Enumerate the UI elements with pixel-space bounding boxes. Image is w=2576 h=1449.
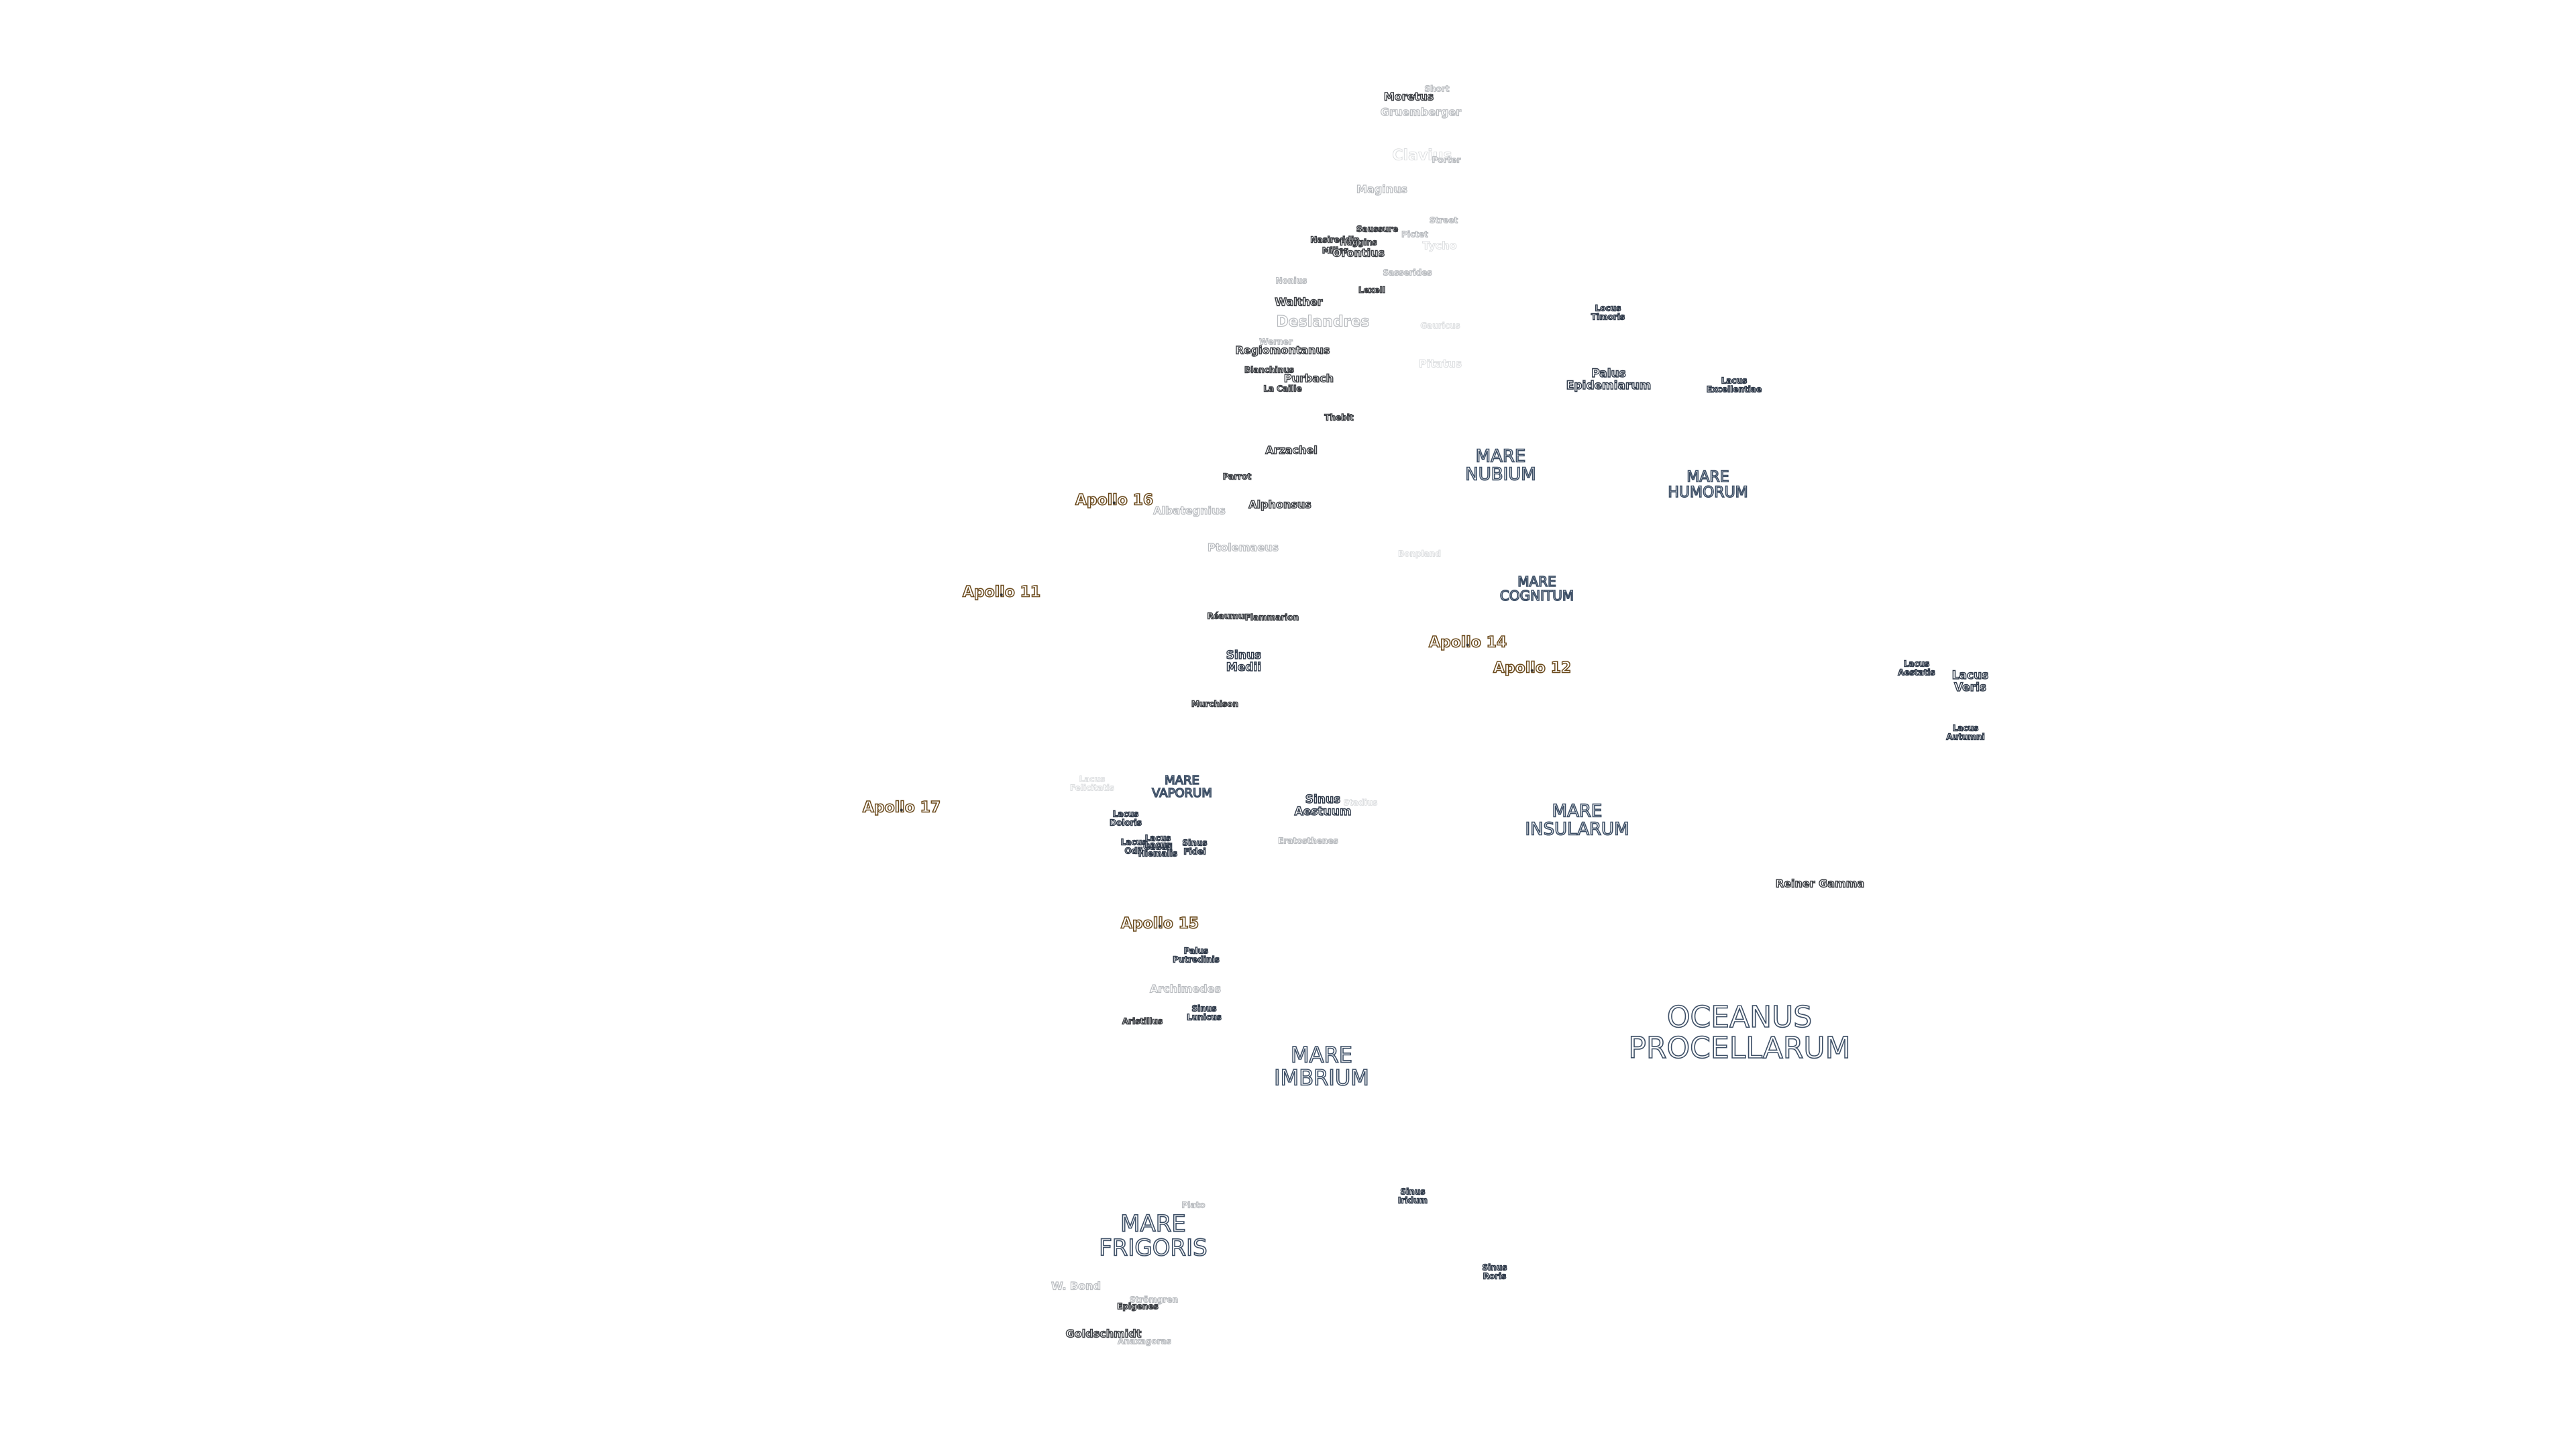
feature-label-lacus-gaudii: Lacus Gaudii	[1143, 833, 1173, 851]
feature-label-lacus-aestatis: Lacus Aestatis	[1898, 659, 1936, 677]
crater-label-clavius: Clavius	[1392, 147, 1452, 164]
feature-label-palus-putredinis: Palus Putredinis	[1172, 946, 1220, 964]
crater-label-tycho: Tycho	[1422, 239, 1457, 252]
crater-label-ptolemaeus: Ptolemaeus	[1207, 541, 1279, 554]
crater-label-gauricus: Gauricus	[1420, 321, 1460, 331]
feature-label-lacus-excellentiae: Lacus Excellentiae	[1706, 376, 1762, 394]
mare-label-mare-humorum: MARE HUMORUM	[1668, 468, 1749, 501]
crater-label-orontius: Orontius	[1332, 246, 1385, 260]
feature-label-palus-epidemiarum: Palus Epidemiarum	[1566, 367, 1652, 392]
crater-label-aristillus: Aristillus	[1122, 1016, 1163, 1026]
feature-label-sinus-medii: Sinus Medii	[1226, 649, 1262, 674]
mare-label-mare-imbrium: MARE IMBRIUM	[1273, 1042, 1369, 1090]
feature-label-sinus-fidei: Sinus Fidei	[1182, 838, 1208, 856]
crater-label-maginus: Maginus	[1356, 182, 1407, 196]
crater-label-pitatus: Pitatus	[1418, 357, 1462, 370]
crater-label-huggins: Huggins	[1340, 237, 1378, 248]
crater-label-purbach: Purbach	[1283, 372, 1334, 385]
crater-label-albategnius: Albategnius	[1152, 504, 1226, 517]
crater-label-w-bond: W. Bond	[1051, 1279, 1102, 1293]
crater-label-saussure: Saussure	[1356, 224, 1399, 234]
crater-label-flammarion: Flammarion	[1244, 612, 1299, 623]
mare-label-mare-insularum: MARE INSULARUM	[1525, 801, 1630, 840]
crater-label-street: Street	[1429, 215, 1458, 225]
feature-label-sinus-roris: Sinus Roris	[1482, 1263, 1507, 1281]
crater-label-sasserides: Sasserides	[1383, 268, 1432, 278]
feature-label-lacus-odii: Lacus Odii	[1120, 837, 1147, 855]
crater-label-goldschmidt: Goldschmidt	[1065, 1327, 1142, 1340]
crater-label-regiomontanus: Regiomontanus	[1235, 343, 1330, 357]
mare-label-mare-cognitum: MARE COGNITUM	[1499, 574, 1574, 604]
crater-label-murchison: Murchison	[1191, 699, 1239, 709]
feature-label-lacus-autumni: Lacus Autumni	[1946, 723, 1986, 741]
feature-label-sinus-lunicus: Sinus Lunicus	[1186, 1004, 1222, 1022]
crater-label-gruemberger: Gruemberger	[1380, 105, 1462, 119]
feature-label-lacus-hiemalis: Lacus Hiemalis	[1138, 840, 1178, 858]
crater-label-nonius: Nonius	[1275, 276, 1307, 286]
feature-label-lacus-doloris: Lacus Doloris	[1109, 809, 1142, 827]
crater-label-la-caille: La Caille	[1263, 384, 1303, 394]
crater-label-blanchinus: Blanchinus	[1244, 365, 1294, 375]
crater-label-epigenes: Epigenes	[1117, 1301, 1159, 1311]
crater-label-reaumur: Réaumur	[1207, 611, 1248, 621]
apollo-17-landing-label[interactable]: Apollo 17	[862, 799, 941, 816]
crater-label-eratosthenes: Eratosthenes	[1278, 836, 1339, 846]
crater-label-plato: Plato	[1181, 1200, 1205, 1210]
apollo-12-landing-label[interactable]: Apollo 12	[1493, 659, 1572, 677]
crater-label-arzachel: Arzachel	[1265, 443, 1318, 457]
crater-label-moretus: Moretus	[1383, 90, 1434, 103]
crater-label-nasireddin: Nasireddin	[1310, 235, 1360, 245]
mare-label-oceanus-procellarum: OCEANUS PROCELLARUM	[1628, 1000, 1851, 1065]
crater-label-bonpland: Bonpland	[1398, 549, 1442, 559]
crater-label-short: Short	[1424, 84, 1450, 94]
crater-label-stromgren: Strömgren	[1129, 1295, 1179, 1305]
mare-label-mare-nubium: MARE NUBIUM	[1464, 446, 1536, 485]
crater-label-alphonsus: Alphonsus	[1248, 498, 1312, 511]
crater-label-thebit: Thebit	[1324, 413, 1354, 423]
crater-label-werner: Werner	[1259, 337, 1293, 347]
apollo-14-landing-label[interactable]: Apollo 14	[1428, 634, 1507, 651]
apollo-15-landing-label[interactable]: Apollo 15	[1120, 915, 1199, 932]
feature-label-sinus-aestuum: Sinus Aestuum	[1294, 793, 1352, 818]
crater-label-archimedes: Archimedes	[1149, 982, 1221, 996]
crater-label-porter: Porter	[1432, 155, 1461, 165]
crater-label-stadius: Stadius	[1343, 798, 1378, 808]
mare-label-mare-vaporum: MARE VAPORUM	[1151, 773, 1212, 800]
feature-label-sinus-iridum: Sinus Iridum	[1397, 1187, 1428, 1205]
crater-label-lexell: Lexell	[1358, 285, 1385, 295]
crater-label-miller: Miller	[1322, 246, 1348, 256]
feature-label-lacus-felicitatis: Lacus Felicitatis	[1069, 774, 1115, 792]
apollo-16-landing-label[interactable]: Apollo 16	[1075, 492, 1154, 509]
mare-label-mare-frigoris: MARE FRIGORIS	[1098, 1210, 1208, 1261]
apollo-11-landing-label[interactable]: Apollo 11	[962, 584, 1041, 601]
crater-label-walther: Walther	[1275, 295, 1324, 309]
feature-label-lacus-veris: Lacus Veris	[1951, 669, 1989, 694]
crater-label-anaxagoras: Anaxagoras	[1118, 1336, 1172, 1346]
crater-label-parrot: Parrot	[1222, 472, 1252, 482]
feature-label-lacus-timoris: Locus Timoris	[1591, 303, 1625, 321]
crater-label-pictet: Pictet	[1401, 229, 1429, 239]
crater-label-deslandres: Deslandres	[1276, 313, 1370, 331]
feature-label-reiner-gamma: Reiner Gamma	[1775, 877, 1865, 890]
